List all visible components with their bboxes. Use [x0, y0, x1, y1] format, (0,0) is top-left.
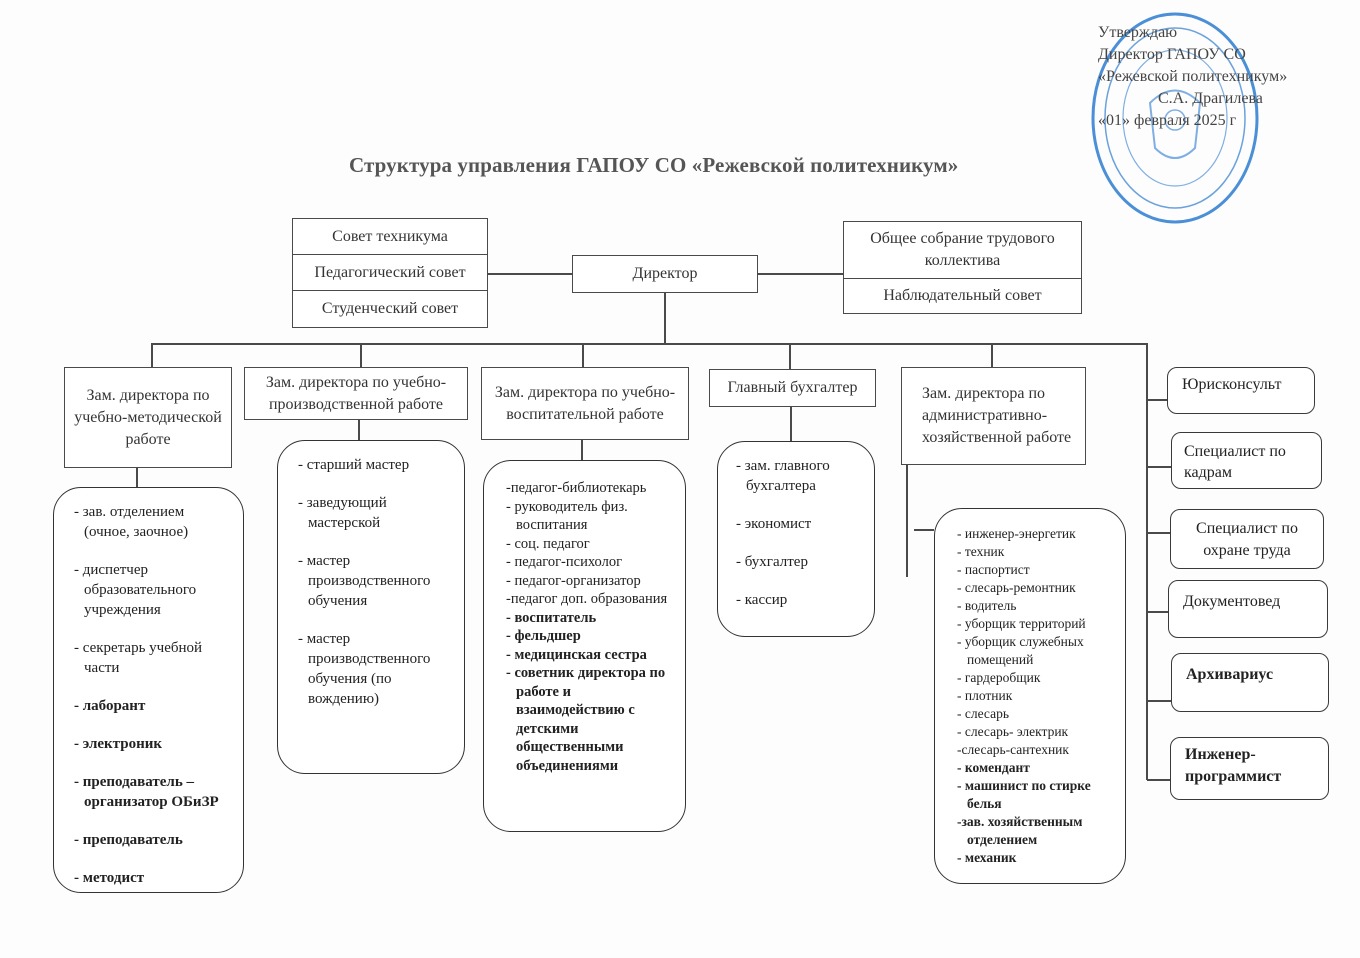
staff-item: - зам. главного бухгалтера	[736, 458, 830, 494]
specialist-box: Специалист по кадрам	[1171, 432, 1322, 489]
specialist-box: Специалист по охране труда	[1170, 509, 1324, 569]
staff-item: - уборщик служебных помещений	[957, 634, 1084, 667]
page-title: Структура управления ГАПОУ СО «Режевской…	[349, 153, 959, 177]
connector	[1147, 611, 1168, 613]
deputy-box: Зам. директора по учебно-производственно…	[244, 367, 468, 420]
staff-list: -педагог-библиотекарь - руководитель физ.…	[483, 460, 686, 832]
staff-item: - водитель	[957, 598, 1017, 613]
connector	[758, 273, 844, 275]
connector	[151, 343, 153, 367]
specialist-label: Инженер-программист	[1185, 746, 1282, 785]
staff-item: - бухгалтер	[736, 554, 808, 570]
staff-item: - механик	[957, 850, 1017, 865]
staff-list: - зам. главного бухгалтера - экономист - б…	[717, 441, 875, 637]
specialist-box: Инженер-программист	[1170, 737, 1329, 800]
approval-date: «01» февраля 2025 г	[1098, 112, 1237, 129]
staff-item: - преподаватель	[74, 832, 183, 848]
council-box: Педагогический совет	[292, 254, 488, 291]
staff-item: - старший мастер	[298, 457, 410, 473]
staff-item: - машинист по стирке белья	[957, 778, 1091, 811]
connector	[360, 343, 362, 367]
staff-item: - паспортист	[957, 562, 1030, 577]
staff-item: -зав. хозяйственным отделением	[957, 814, 1083, 847]
approval-line: «Режевской политехникум»	[1098, 68, 1288, 85]
connector	[581, 440, 583, 461]
staff-item: - воспитатель	[506, 609, 597, 626]
staff-item: -педагог доп. образования	[506, 591, 668, 607]
staff-item: - медицинская сестра	[506, 646, 647, 663]
connector	[991, 343, 993, 369]
deputy-box: Зам. директора по учебно-методической ра…	[64, 367, 232, 468]
connector	[151, 343, 1147, 345]
staff-item: - фельдшер	[506, 628, 581, 644]
connector	[1147, 779, 1170, 781]
specialist-box: Документовед	[1168, 580, 1328, 638]
staff-item: - лаборант	[74, 698, 146, 714]
staff-item: - гардеробщик	[957, 670, 1041, 685]
council-box: Общее собрание трудового коллектива	[843, 221, 1082, 279]
staff-list: - старший мастер - заведующий мастерской -…	[277, 440, 465, 774]
staff-item: - соц. педагог	[506, 535, 590, 552]
connector	[1146, 343, 1148, 780]
deputy-box: Зам. директора по административно-хозяйс…	[901, 367, 1086, 465]
staff-item: - методист	[74, 870, 145, 886]
connector	[664, 293, 666, 344]
connector	[790, 407, 792, 441]
connector	[582, 343, 584, 367]
staff-item: - комендант	[957, 760, 1030, 775]
staff-item: - педагог-психолог	[506, 554, 623, 570]
staff-item: -слесарь-сантехник	[957, 742, 1069, 757]
staff-item: - руководитель физ. воспитания	[506, 498, 628, 534]
staff-item: - секретарь учебной части	[74, 640, 203, 676]
connector	[789, 343, 791, 369]
approval-block: Утверждаю Директор ГАПОУ СО «Режевской п…	[1098, 22, 1287, 132]
deputy-box: Главный бухгалтер	[709, 369, 876, 407]
staff-item: - педагог-организатор	[506, 572, 641, 589]
council-box: Наблюдательный совет	[843, 278, 1082, 314]
director-box: Директор	[572, 255, 758, 293]
staff-item: - преподаватель – организатор ОБиЗР	[74, 774, 219, 810]
staff-item: - слесарь- электрик	[957, 724, 1069, 739]
staff-item: - советник директора по работе и взаимод…	[506, 665, 666, 774]
connector	[1147, 532, 1170, 534]
staff-item: - электроник	[74, 736, 162, 752]
approval-line: Директор ГАПОУ СО	[1098, 46, 1246, 63]
approval-signature: С.А. Драгилева	[1158, 90, 1263, 107]
deputy-box: Зам. директора по учебно-воспитательной …	[481, 367, 689, 440]
specialist-box: Юрисконсульт	[1167, 367, 1315, 414]
staff-item: - мастер производственного обучения (по …	[298, 631, 431, 707]
council-box: Совет техникума	[292, 218, 488, 255]
staff-item: -педагог-библиотекарь	[506, 480, 647, 496]
staff-item: - техник	[957, 544, 1005, 559]
connector	[1147, 399, 1167, 401]
connector	[488, 273, 572, 275]
approval-line: Утверждаю	[1098, 24, 1178, 41]
staff-item: - мастер производственного обучения	[298, 553, 431, 609]
connector	[914, 529, 934, 531]
staff-item: - зав. отделением (очное, заочное)	[74, 504, 189, 540]
staff-item: - плотник	[957, 688, 1013, 703]
connector	[136, 468, 138, 488]
official-stamp-icon	[1091, 12, 1259, 224]
staff-item: - инженер-энергетик	[957, 526, 1076, 541]
staff-item: - экономист	[736, 516, 812, 532]
staff-item: - кассир	[736, 592, 788, 608]
staff-item: - заведующий мастерской	[298, 495, 387, 531]
staff-item: - слесарь	[957, 706, 1009, 721]
staff-list: - зав. отделением (очное, заочное) - дисп…	[53, 487, 244, 893]
connector	[1147, 700, 1171, 702]
staff-item: - диспетчер образовательного учреждения	[74, 562, 197, 618]
connector	[358, 420, 360, 441]
staff-list: - инженер-энергетик - техник - паспортист -…	[934, 508, 1126, 884]
council-box: Студенческий совет	[292, 290, 488, 328]
connector	[906, 465, 908, 577]
specialist-box: Архивариус	[1171, 653, 1329, 712]
staff-item: - уборщик территорий	[957, 616, 1086, 631]
staff-item: - слесарь-ремонтник	[957, 580, 1076, 595]
connector	[1147, 466, 1171, 468]
